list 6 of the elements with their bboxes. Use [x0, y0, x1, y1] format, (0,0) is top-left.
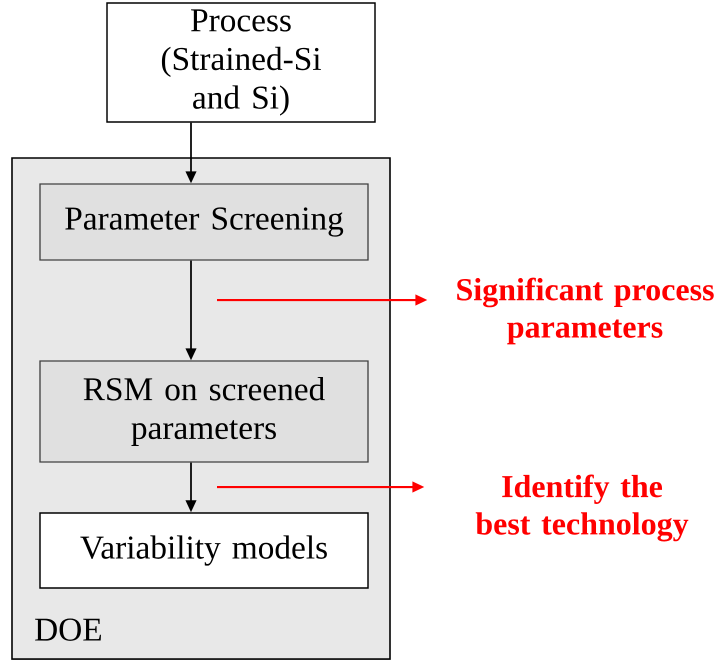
process-box: Process (Strained-Si and Si)	[106, 2, 376, 123]
process-box: Parameter Screening	[39, 183, 369, 261]
result-text: Significant process parameters	[457, 278, 714, 344]
process-box: RSM on screened parameters	[39, 360, 369, 463]
process-box: Variability models	[39, 512, 369, 589]
result-text: Identify the best technology	[476, 474, 688, 542]
